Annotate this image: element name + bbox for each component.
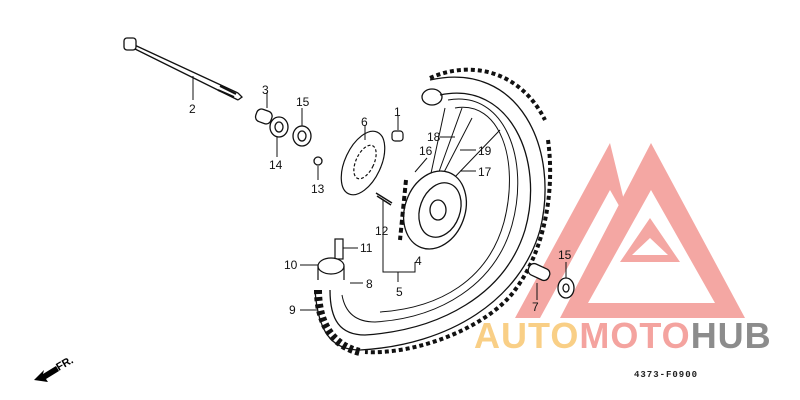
- callout-11: 11: [360, 241, 373, 255]
- nipple-part: [391, 116, 404, 142]
- callout-10: 10: [284, 258, 298, 272]
- callout-14: 14: [269, 158, 283, 172]
- callout-15: 15: [296, 95, 310, 109]
- diagram-code: 4373-F0900: [634, 370, 699, 380]
- front-direction-arrow-icon: [34, 366, 59, 382]
- callout-7: 7: [532, 300, 539, 314]
- callout-13: 13: [311, 182, 325, 196]
- watermark-logo: AUTOMOTOHUB: [474, 318, 772, 354]
- callout-2: 2: [189, 102, 196, 116]
- callout-12: 12: [375, 224, 389, 238]
- callout-3: 3: [262, 83, 269, 97]
- logo-hub: HUB: [690, 315, 772, 356]
- callout-16: 16: [419, 144, 433, 158]
- bearings-part: [254, 92, 323, 180]
- right-spacer-part: [527, 262, 575, 300]
- callout-5: 5: [396, 285, 403, 299]
- callout-15-right: 15: [558, 248, 572, 262]
- bolt-part: [375, 192, 416, 282]
- logo-moto: MOTO: [579, 315, 691, 356]
- callout-1: 1: [394, 105, 401, 119]
- callout-9: 9: [289, 303, 296, 317]
- callout-19: 19: [478, 144, 492, 158]
- tire-tube-part: [300, 238, 363, 311]
- callout-4: 4: [415, 254, 422, 268]
- leader-lines: [414, 136, 476, 173]
- callout-8: 8: [366, 277, 373, 291]
- wheel-part: [314, 67, 553, 356]
- callout-17: 17: [478, 165, 492, 179]
- callout-6: 6: [361, 115, 368, 129]
- logo-auto: AUTO: [474, 315, 580, 356]
- axle-part: [123, 37, 243, 101]
- brake-disc-part: [340, 125, 386, 196]
- callout-18: 18: [427, 130, 441, 144]
